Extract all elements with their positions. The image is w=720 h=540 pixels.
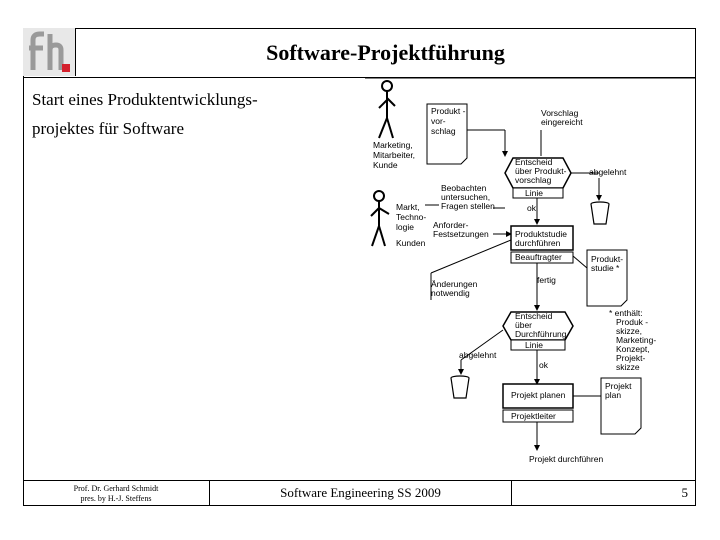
marketing-actor-icon xyxy=(378,80,396,139)
trash-can-icon xyxy=(450,375,470,399)
slide-footer: Prof. Dr. Gerhard Schmidt pres. by H.-J.… xyxy=(23,480,696,506)
fertig-label: fertig xyxy=(537,275,556,285)
slide-header: Software-Projektführung xyxy=(23,28,696,78)
footer-page-number: 5 xyxy=(681,485,689,500)
university-logo xyxy=(23,28,76,76)
abgelehnt-2-label: abgelehnt xyxy=(459,350,497,360)
marketing-actor-label: Marketing,Mitarbeiter,Kunde xyxy=(373,140,415,170)
projekt-durchfuehren-label: Projekt durchführen xyxy=(529,454,603,464)
beauftragter-label: Beauftragter xyxy=(515,252,562,262)
produktstudie-box xyxy=(510,225,574,251)
linie-2-label: Linie xyxy=(525,340,543,350)
anforderungen-label: Anforder-Festsetzungen xyxy=(433,220,489,239)
slide-title: Software-Projektführung xyxy=(266,40,505,65)
slide-subtitle: Start eines Produktentwicklungs- projekt… xyxy=(32,85,362,143)
doc-produktstudie xyxy=(586,249,628,307)
process-diagram: Marketing,Mitarbeiter,Kunde Markt,Techno… xyxy=(365,78,695,464)
market-actor-icon xyxy=(370,190,390,247)
doc-produktvorschlag-label: Produkt -vor-schlag xyxy=(431,106,466,136)
trash-can-icon xyxy=(590,201,610,225)
doc-projektplan xyxy=(600,377,642,435)
slide-frame xyxy=(23,28,696,506)
abgelehnt-1-label: abgelehnt xyxy=(589,167,627,177)
projekt-planen-label: Projekt planen xyxy=(511,390,566,400)
ok-2-label: ok xyxy=(539,360,549,370)
enthaelt-note: * enthält:Produk -skizze, Marketing-Konz… xyxy=(609,308,656,372)
linie-1-label: Linie xyxy=(525,188,543,198)
subtitle-line-2: projektes für Software xyxy=(32,119,185,138)
footer-author: Prof. Dr. Gerhard Schmidt pres. by H.-J.… xyxy=(23,481,210,505)
doc-produktvorschlag xyxy=(426,103,468,165)
footer-author-line-2: pres. by H.-J. Steffens xyxy=(80,494,152,503)
fh-logo-icon xyxy=(23,28,75,76)
projekt-planen-box xyxy=(502,383,574,409)
footer-course: Software Engineering SS 2009 xyxy=(210,481,512,505)
doc-produktstudie-label: Produkt-studie * xyxy=(591,254,623,273)
footer-author-line-1: Prof. Dr. Gerhard Schmidt xyxy=(73,484,159,493)
kunden-label: Kunden xyxy=(396,238,426,248)
subtitle-line-1: Start eines Produktentwicklungs- xyxy=(32,90,258,109)
ok-1-label: ok xyxy=(527,203,537,213)
market-actor-label: Markt,Techno-logie xyxy=(396,202,426,232)
projektleiter-label: Projektleiter xyxy=(511,411,556,421)
